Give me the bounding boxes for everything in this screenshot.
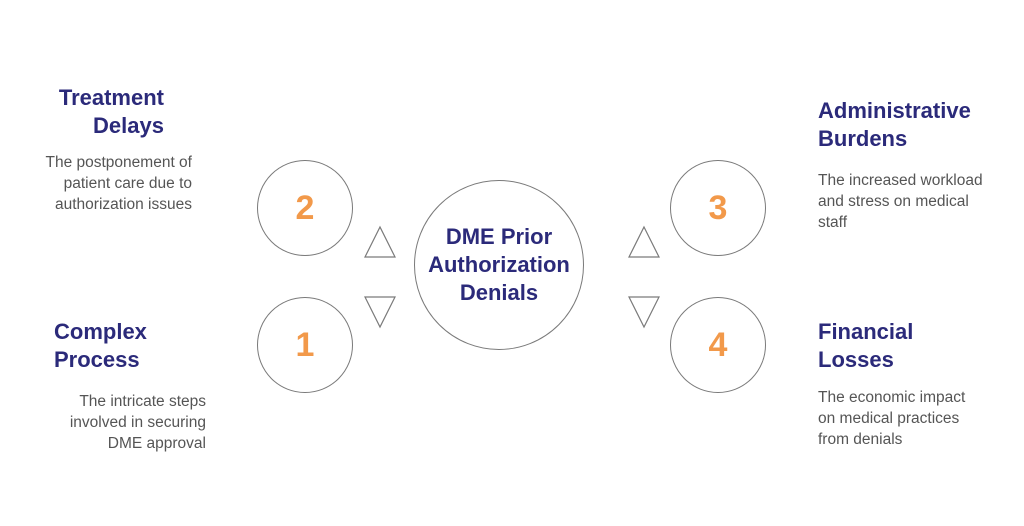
number-circle-3: 3 (670, 160, 766, 256)
number-4: 4 (708, 325, 728, 364)
center-circle: DME Prior Authorization Denials (414, 180, 584, 350)
number-2: 2 (295, 188, 315, 227)
number-circle-1: 1 (257, 297, 353, 393)
triangle-up-left-icon (364, 225, 396, 258)
triangle-up-right-icon (628, 225, 660, 258)
number-circle-4: 4 (670, 297, 766, 393)
complex-process-description: The intricate steps involved in securing… (69, 393, 206, 452)
treatment-delays-description: The postponement of patient care due to … (45, 154, 193, 213)
number-circle-2: 2 (257, 160, 353, 256)
number-1: 1 (295, 325, 315, 364)
number-3: 3 (708, 188, 728, 227)
administrative-burdens-description: The increased workload and stress on med… (818, 172, 983, 231)
triangle-down-left-icon (364, 296, 396, 329)
financial-losses-description: The economic impact on medical practices… (818, 389, 966, 448)
triangle-down-right-icon (628, 296, 660, 329)
administrative-burdens-title: Administrative Burdens (818, 98, 971, 151)
center-title: DME Prior Authorization Denials (428, 224, 570, 305)
treatment-delays-title: Treatment Delays (58, 85, 164, 138)
financial-losses-title: Financial Losses (818, 319, 914, 372)
complex-process-title: Complex Process (54, 319, 147, 372)
